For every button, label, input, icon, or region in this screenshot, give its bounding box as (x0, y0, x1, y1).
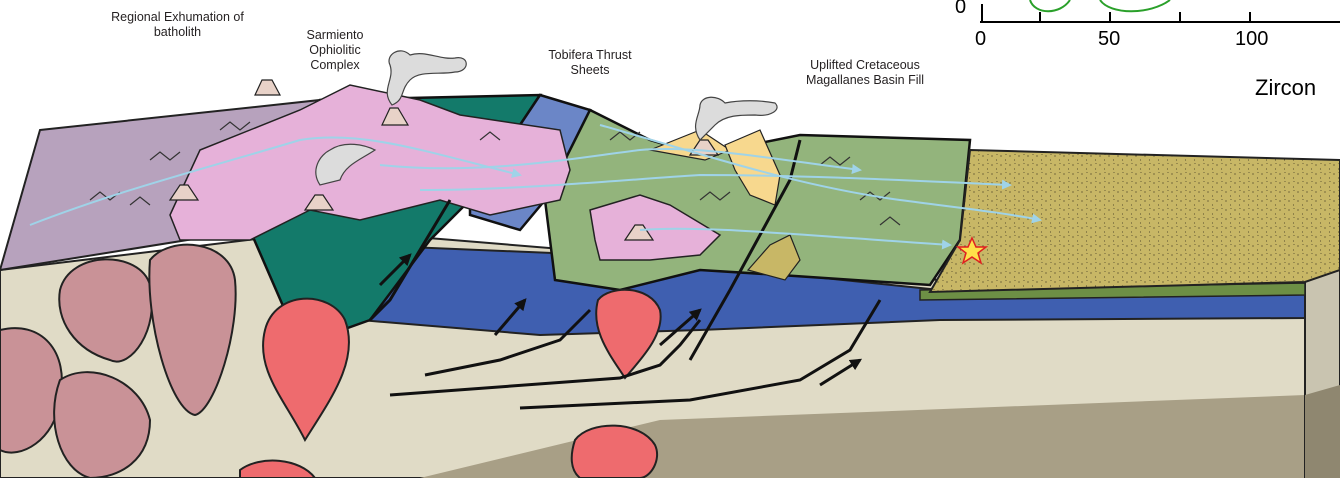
inset-x-tick-0: 0 (975, 28, 986, 51)
label-magallanes: Uplifted Cretaceous Magallanes Basin Fil… (780, 58, 950, 88)
label-batholith: Regional Exhumation of batholith (70, 10, 285, 40)
label-magallanes-line1: Uplifted Cretaceous (780, 58, 950, 73)
inset-x-tick-50: 50 (1098, 28, 1120, 51)
inset-y-tick-0: 0 (955, 0, 966, 19)
inset-x-tick-100: 100 (1235, 28, 1268, 51)
magallanes-basin (930, 150, 1340, 292)
inset-plot-axis (980, 0, 1340, 22)
label-sarmiento-line3: Complex (280, 58, 390, 73)
label-tobifera-line1: Tobifera Thrust (520, 48, 660, 63)
label-batholith-line1: Regional Exhumation of (70, 10, 285, 25)
label-magallanes-line2: Magallanes Basin Fill (780, 73, 950, 88)
inset-x-label: Zircon (1255, 75, 1316, 101)
label-sarmiento: Sarmiento Ophiolitic Complex (280, 28, 390, 73)
label-sarmiento-line1: Sarmiento (280, 28, 390, 43)
label-sarmiento-line2: Ophiolitic (280, 43, 390, 58)
label-tobifera: Tobifera Thrust Sheets (520, 48, 660, 78)
label-tobifera-line2: Sheets (520, 63, 660, 78)
label-batholith-line2: batholith (70, 25, 285, 40)
